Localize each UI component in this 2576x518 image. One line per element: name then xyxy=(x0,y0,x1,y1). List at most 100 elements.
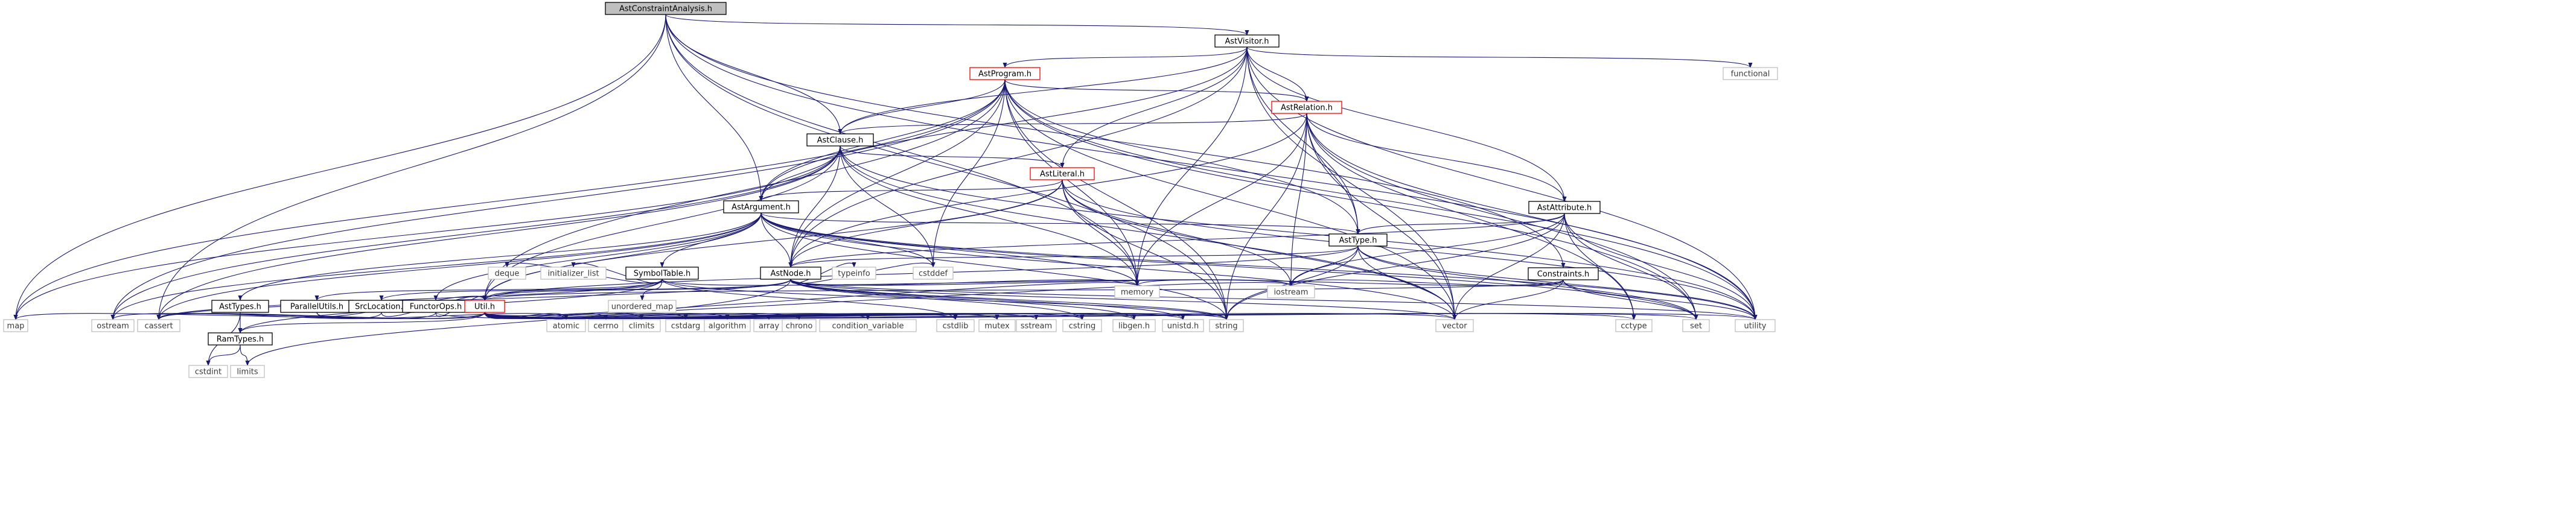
node-label: cstdlib xyxy=(943,322,969,331)
node-functional: functional xyxy=(1723,67,1778,80)
edge-rel-to-set xyxy=(1306,113,1698,320)
edge-prog-to-ostream xyxy=(110,79,1006,320)
edge-cons-to-memory xyxy=(1135,279,1564,286)
edge-type-to-node xyxy=(788,245,1359,268)
edge-node-to-utility xyxy=(790,279,1758,320)
edge-util-to-vector xyxy=(484,312,1457,320)
edge-root-to-clause xyxy=(665,14,843,134)
node-sstream: sstream xyxy=(1016,319,1057,332)
node-label: AstAttribute.h xyxy=(1537,204,1592,213)
node-asttypes[interactable]: AstTypes.h xyxy=(211,300,269,313)
node-label: typeinfo xyxy=(838,270,870,279)
node-box xyxy=(540,267,607,280)
node-box xyxy=(978,319,1016,332)
node-label: initializer_list xyxy=(547,270,599,279)
edge-prog-to-cstddef xyxy=(931,79,1006,268)
node-type[interactable]: AstType.h xyxy=(1328,233,1388,247)
edge-cons-to-utility xyxy=(1563,279,1758,320)
node-label: AstProgram.h xyxy=(978,70,1031,79)
edge-lit-to-string xyxy=(1062,179,1229,320)
node-label: sstream xyxy=(1021,322,1052,331)
node-label: cctype xyxy=(1621,322,1647,331)
edge-node-to-typeinfo xyxy=(790,262,856,284)
node-label: set xyxy=(1690,322,1702,331)
node-label: libgen.h xyxy=(1118,322,1150,331)
node-box xyxy=(608,300,677,313)
edge-lit-to-memory xyxy=(1062,179,1140,286)
node-clause[interactable]: AstClause.h xyxy=(806,133,874,147)
edge-vis-to-vector xyxy=(1246,46,1457,320)
edge-util-to-utility xyxy=(484,312,1757,320)
node-node[interactable]: AstNode.h xyxy=(760,267,821,280)
node-functor[interactable]: FunctorOps.h xyxy=(402,300,470,313)
node-label: AstConstraintAnalysis.h xyxy=(619,5,712,14)
node-box xyxy=(464,300,505,313)
edge-root-to-utility xyxy=(665,14,1758,320)
node-label: unistd.h xyxy=(1167,322,1199,331)
node-attr[interactable]: AstAttribute.h xyxy=(1528,201,1601,214)
node-box xyxy=(1214,34,1280,48)
node-cassert: cassert xyxy=(137,319,180,332)
node-box xyxy=(1062,319,1102,332)
node-cons[interactable]: Constraints.h xyxy=(1528,267,1599,280)
node-box xyxy=(832,267,876,280)
node-memory: memory xyxy=(1114,285,1160,298)
edge-clause-to-cassert xyxy=(156,145,841,320)
node-lit[interactable]: AstLiteral.h xyxy=(1030,167,1095,180)
node-label: RamTypes.h xyxy=(217,335,264,344)
node-box xyxy=(1016,319,1057,332)
node-ramtypes[interactable]: RamTypes.h xyxy=(208,332,273,346)
edge-lit-to-iostream xyxy=(1062,179,1293,286)
node-box xyxy=(819,319,917,332)
node-util[interactable]: Util.h xyxy=(464,300,505,313)
edge-arg-to-asttypes xyxy=(238,212,762,301)
node-box xyxy=(622,319,661,332)
edge-cons-to-vector xyxy=(1452,279,1564,320)
edge-ramtypes-to-cstdint xyxy=(206,344,241,366)
node-label: climits xyxy=(629,322,655,331)
edge-sym-to-iostream xyxy=(662,279,1293,286)
node-iostream: iostream xyxy=(1267,285,1315,298)
node-label: unordered_map xyxy=(611,303,674,312)
node-label: SymbolTable.h xyxy=(634,270,690,279)
edge-rel-to-vector xyxy=(1306,113,1457,320)
node-root[interactable]: AstConstraintAnalysis.h xyxy=(605,2,727,15)
node-rel[interactable]: AstRelation.h xyxy=(1271,101,1342,114)
edge-prog-to-clause xyxy=(838,79,1006,134)
edge-vis-to-lit xyxy=(1060,46,1248,168)
node-unordmap: unordered_map xyxy=(608,300,677,313)
node-label: AstTypes.h xyxy=(219,303,261,312)
node-string: string xyxy=(1209,319,1244,332)
edge-vis-to-clause xyxy=(838,46,1248,134)
edge-sym-to-par xyxy=(314,279,663,301)
edge-rel-to-cctype xyxy=(1306,113,1636,320)
node-label: Util.h xyxy=(474,303,495,312)
node-box xyxy=(1735,319,1776,332)
node-vis[interactable]: AstVisitor.h xyxy=(1214,34,1280,48)
edge-attr-to-type xyxy=(1356,213,1565,235)
node-srcloc[interactable]: SrcLocation.h xyxy=(348,300,415,313)
edge-prog-to-type xyxy=(1004,79,1360,235)
node-par[interactable]: ParallelUtils.h xyxy=(280,300,354,313)
node-arg[interactable]: AstArgument.h xyxy=(723,200,799,213)
edge-type-to-iostream xyxy=(1289,245,1359,286)
node-sym[interactable]: SymbolTable.h xyxy=(625,267,699,280)
edge-vis-to-type xyxy=(1246,46,1360,235)
node-box xyxy=(1271,101,1342,114)
node-prog[interactable]: AstProgram.h xyxy=(969,67,1041,80)
node-label: cstddef xyxy=(919,270,948,279)
node-label: AstArgument.h xyxy=(732,203,791,212)
node-box xyxy=(1435,319,1474,332)
edge-arg-to-utility xyxy=(760,212,1758,320)
edge-sym-to-initlist xyxy=(571,262,663,284)
edge-vis-to-rel xyxy=(1246,46,1309,102)
edge-rel-to-memory xyxy=(1135,113,1307,286)
node-label: deque xyxy=(495,270,520,279)
edge-vis-to-attr xyxy=(1246,46,1567,202)
node-box xyxy=(137,319,180,332)
node-label: chrono xyxy=(786,322,813,331)
edge-rel-to-node xyxy=(788,113,1307,268)
edge-node-to-unistd xyxy=(790,279,1185,320)
node-box xyxy=(1267,285,1315,298)
edge-attr-to-string xyxy=(1224,213,1565,320)
